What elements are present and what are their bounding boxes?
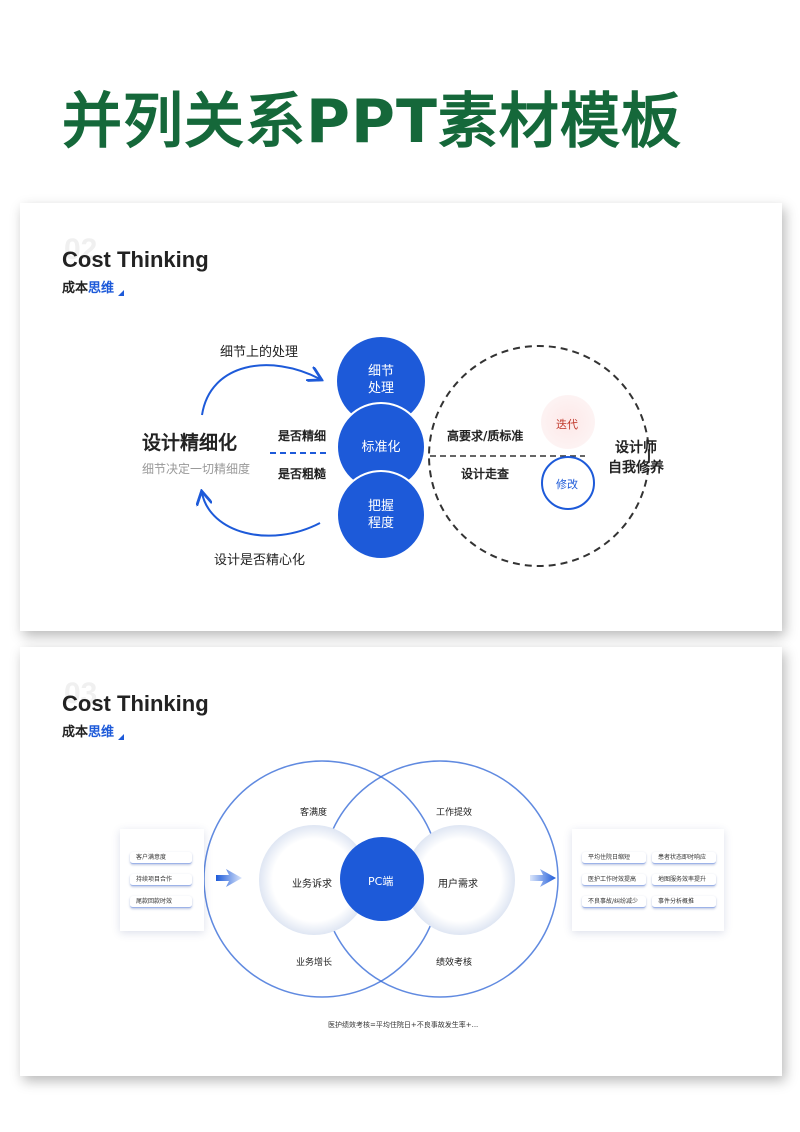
left-title: 设计精细化: [142, 432, 238, 454]
left-subtitle: 细节决定一切精细度: [142, 462, 251, 476]
right-inner-circle: [405, 825, 515, 935]
venn-bottom-left-label: 业务增长: [296, 958, 333, 968]
slide-heading: Cost Thinking: [62, 247, 209, 272]
right-panel-item: 地图服务效率提升: [652, 874, 716, 886]
venn-top-right-label: 工作提效: [436, 808, 473, 818]
right-panel-item: 不良事故/纠纷减少: [582, 896, 646, 908]
right-panel-item: 患者状态即时响应: [652, 852, 716, 864]
slide-heading: Cost Thinking: [62, 691, 209, 716]
right-info-panel: 平均住院日缩短 患者状态即时响应 医护工作时效提高 地图服务效率提升 不良事故/…: [572, 829, 724, 931]
left-inner-circle: [259, 825, 369, 935]
slide-cost-thinking-2: 03 Cost Thinking 成本思维: [20, 647, 782, 1076]
slide-bg-number: 03: [64, 677, 98, 710]
venn-diagram: [203, 760, 559, 998]
designer-line2: 自我修养: [608, 460, 664, 476]
subheading-plain: 成本: [62, 725, 89, 740]
slide-bg-number: 02: [64, 233, 98, 266]
center-circle: [340, 837, 424, 921]
center-label: PC端: [368, 875, 394, 888]
design-review-label: 设计走查: [461, 467, 510, 481]
bottom-arc-label: 设计是否精心化: [214, 553, 306, 568]
modify-label: 修改: [556, 478, 578, 491]
left-inner-label: 业务诉求: [292, 879, 332, 890]
corner-triangle-icon: [118, 290, 125, 296]
designer-line1: 设计师: [615, 440, 657, 456]
slide-subheading: 成本思维: [62, 721, 125, 740]
modify-circle: [541, 456, 595, 510]
slide-subheading: 成本思维: [62, 277, 125, 296]
left-info-panel: 客户满意度 持续项目合作 尾款回款时效: [120, 829, 204, 931]
venn-bottom-right-label: 绩效考核: [436, 958, 473, 968]
slide-cost-thinking-1: 02 Cost Thinking 成本思维 细节上的处理: [20, 203, 782, 631]
circle-grasp-label: 把握 程度: [367, 499, 394, 531]
circle-detail: [337, 337, 425, 425]
page-title: 并列关系PPT素材模板: [62, 87, 682, 157]
left-panel-item: 尾款回款时效: [130, 896, 192, 908]
footnote: 医护绩效考核=平均住院日+不良事故发生率+...: [328, 1021, 479, 1029]
top-arc-arrow: [201, 364, 320, 416]
circle-standard-label: 标准化: [361, 440, 401, 455]
question-top: 是否精细: [278, 429, 327, 443]
circle-detail-label: 细节 处理: [367, 364, 394, 396]
subheading-highlight: 思维: [88, 281, 115, 296]
right-inner-label: 用户需求: [438, 879, 478, 890]
right-panel-item: 事件分析概推: [652, 896, 716, 908]
iterate-label: 迭代: [556, 418, 578, 431]
top-arc-label: 细节上的处理: [220, 345, 299, 360]
right-panel-item: 平均住院日缩短: [582, 852, 646, 864]
left-panel-item: 持续项目合作: [130, 874, 192, 886]
circle-grasp: [336, 470, 426, 560]
refinement-diagram: [20, 337, 650, 567]
corner-triangle-icon: [118, 734, 125, 740]
dashed-outer-circle: [428, 345, 650, 567]
venn-top-left-label: 客满度: [300, 808, 328, 818]
left-arrow: [216, 869, 242, 887]
right-panel-item: 医护工作时效提高: [582, 874, 646, 886]
bottom-arc-arrow: [202, 493, 321, 537]
question-bottom: 是否粗糙: [278, 467, 327, 481]
subheading-highlight: 思维: [88, 725, 115, 740]
right-arrow: [530, 869, 556, 887]
left-panel-item: 客户满意度: [130, 852, 192, 864]
iterate-circle: [541, 395, 595, 449]
subheading-plain: 成本: [62, 281, 89, 296]
requirement-label: 高要求/质标准: [447, 429, 524, 443]
